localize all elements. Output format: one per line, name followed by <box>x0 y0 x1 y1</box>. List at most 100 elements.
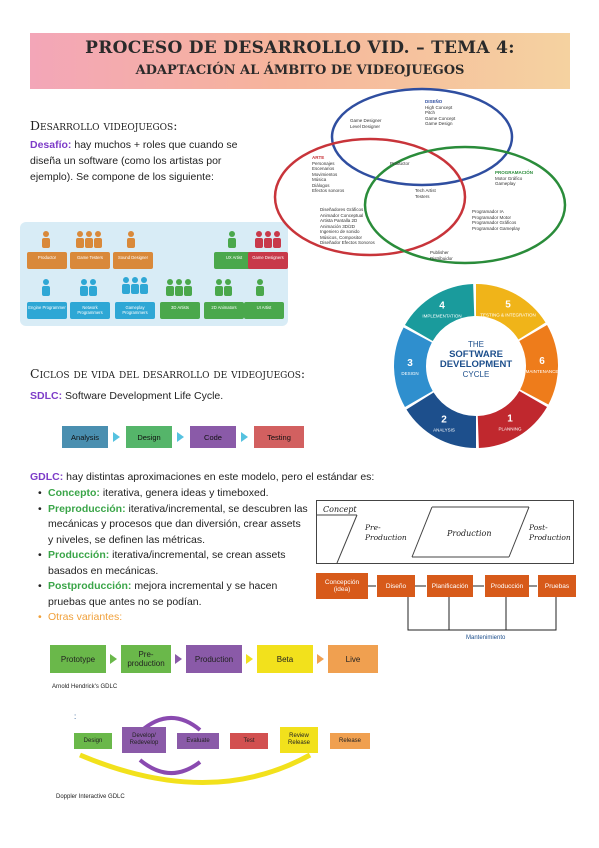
venn-item: Diseñadores Gráficos <box>320 207 364 212</box>
venn-item: Músicos, Compositor <box>320 234 363 240</box>
hendrick-caption: Arnold Hendrick's GDLC <box>52 684 118 690</box>
venn-center: Productor <box>390 161 410 166</box>
pipeline-arrows <box>368 585 557 631</box>
flow-arrow-icon <box>175 654 182 664</box>
doppler-step: Develop/ Redevelop <box>122 727 166 753</box>
flow-arrow-icon <box>246 654 253 664</box>
hendrick-step: Live <box>328 645 378 673</box>
sdlc-label: SDLC: <box>30 390 63 402</box>
cycle-segment-number: 6 <box>539 356 545 367</box>
desafio-text: hay muchos + roles que cuando se diseña … <box>30 139 238 183</box>
venn-item: Artista Pantalla 2D <box>320 218 358 223</box>
venn-item: Personajes <box>312 160 335 166</box>
pipeline-step: Producción <box>485 575 529 597</box>
cycle-segment-label: IMPLEMENTATION <box>422 313 461 318</box>
venn-diseno: DISEÑO High Concept Pitch Game Concept G… <box>425 99 485 127</box>
gdlc-label: GDLC: <box>30 471 64 483</box>
list-item: Producción: iterativa/incremental, se cr… <box>36 548 308 579</box>
venn-item: Programador IA <box>472 209 504 214</box>
venn-item: Gameplay <box>495 181 516 186</box>
venn-item: Tech Artist <box>415 188 436 193</box>
pipeline-step: Diseño <box>377 575 415 597</box>
hendrick-step: Pre-production <box>121 645 171 673</box>
cycle-center-mid: SOFTWARE DEVELOPMENT <box>439 349 513 370</box>
doppler-step: Design <box>74 733 112 749</box>
title-banner <box>30 33 570 89</box>
venn-arte-roles: Diseñadores Gráficos Animador Conceptual… <box>320 207 400 246</box>
cycle-segment-label: TESTING & INTEGRATION <box>480 312 535 317</box>
venn-bottom: Publisher Distribuidor <box>430 250 453 261</box>
venn-programacion: PROGRAMACIÓN Motor Gráfico Gameplay <box>495 170 570 187</box>
venn-item: Música <box>312 177 327 182</box>
venn-item: Diálogos <box>312 182 330 188</box>
gdlc-paragraph: GDLC: hay distintas aproximaciones en es… <box>30 469 400 485</box>
venn-item: High Concept <box>425 104 453 110</box>
phase-pre: Pre-Production <box>365 523 407 542</box>
role-label: 2D Animators <box>204 302 244 319</box>
cycle-center-text: THE SOFTWARE DEVELOPMENT CYCLE <box>430 340 522 380</box>
pipeline-step: Planificación <box>427 575 473 597</box>
phase-sketch-lines <box>317 506 530 563</box>
section-heading-ciclos: Ciclos de vida del desarrollo de videoju… <box>30 366 306 381</box>
flow-step: Design <box>126 426 172 448</box>
doppler-step: Review Release <box>280 727 318 753</box>
venn-item: Diseñador Efectos Sonoros <box>320 240 375 245</box>
flow-arrow-icon <box>241 432 248 442</box>
venn-item: Game Design <box>425 121 453 126</box>
gdlc-phase-list: Concepto: iterativa, genera ideas y time… <box>36 486 308 626</box>
venn-arte: ARTE Personajes Escenarios Movimientos M… <box>312 155 372 194</box>
cycle-segment-label: DESIGN <box>401 371 418 376</box>
pipeline-footer: Mantenimiento <box>466 635 506 641</box>
phase-desc: iterativa, genera ideas y timeboxed. <box>99 487 269 499</box>
desafio-label: Desafío: <box>30 139 72 151</box>
doppler-colon: : <box>74 712 77 721</box>
cycle-center-circle <box>428 318 524 414</box>
list-item: Postproducción: mejora incremental y se … <box>36 579 308 610</box>
phase-term: Preproducción: <box>48 502 126 515</box>
role-label: Game Designers <box>248 252 288 269</box>
cycle-segment <box>394 327 433 407</box>
venn-item: Efectos sonoros <box>312 188 345 193</box>
flow-arrow-icon <box>110 654 117 664</box>
phase-sketch-diagram: Concept Pre-Production Production Post-P… <box>316 500 574 564</box>
hendrick-step: Prototype <box>50 645 106 673</box>
venn-item: Animación 3D/2D <box>320 223 356 229</box>
phase-term: Concepto: <box>48 487 100 499</box>
flow-arrow-icon <box>317 654 324 664</box>
role-label: UI Artist <box>244 302 284 319</box>
doppler-caption: Doppler Interactive GDLC <box>56 794 125 800</box>
list-item: Concepto: iterativa, genera ideas y time… <box>36 486 308 502</box>
doppler-step: Evaluate <box>177 733 219 749</box>
doppler-step: Test <box>230 733 268 749</box>
venn-arte-title: ARTE <box>312 155 325 160</box>
flow-arrow-icon <box>113 432 120 442</box>
list-item: Preproducción: iterativa/incremental, se… <box>36 502 308 549</box>
venn-circles <box>273 87 567 265</box>
venn-item: Movimientos <box>312 171 338 177</box>
role-label: UX Artist <box>214 252 254 269</box>
flow-arrow-icon <box>177 432 184 442</box>
phase-term: Postproducción: <box>48 580 132 592</box>
venn-item: Game Concept <box>425 115 456 121</box>
venn-item: Motor Gráfico <box>495 175 523 181</box>
cycle-segment-label: MAINTENANCE <box>526 369 559 374</box>
page-subtitle: ADAPTACIÓN AL ÁMBITO DE VIDEOJUEGOS <box>135 63 465 78</box>
cycle-segment <box>477 391 548 448</box>
venn-item: Ingeniero de sonido <box>320 229 360 234</box>
venn-prog-roles: Programador IA Programador Motor Program… <box>472 209 552 231</box>
cycle-center-top: THE <box>468 340 484 349</box>
pipeline-step: Pruebas <box>538 575 576 597</box>
venn-item: Pitch <box>425 110 436 115</box>
venn-item: Publisher <box>430 250 449 255</box>
cycle-segment-number: 5 <box>505 299 511 310</box>
roles-infographic: Productor Game Testers Sound Designer UX… <box>20 222 288 326</box>
cycle-center-bot: CYCLE <box>462 370 490 379</box>
phase-term: Producción: <box>48 549 110 561</box>
phase-desc: iterativa/incremental, se descubren las … <box>48 502 308 546</box>
cycle-segment-number: 1 <box>507 414 513 425</box>
sdlc-text: Software Development Life Cycle. <box>62 390 224 402</box>
venn-item: Programador Gráficos <box>472 220 517 225</box>
desafio-paragraph: Desafío: hay muchos + roles que cuando s… <box>30 137 262 185</box>
